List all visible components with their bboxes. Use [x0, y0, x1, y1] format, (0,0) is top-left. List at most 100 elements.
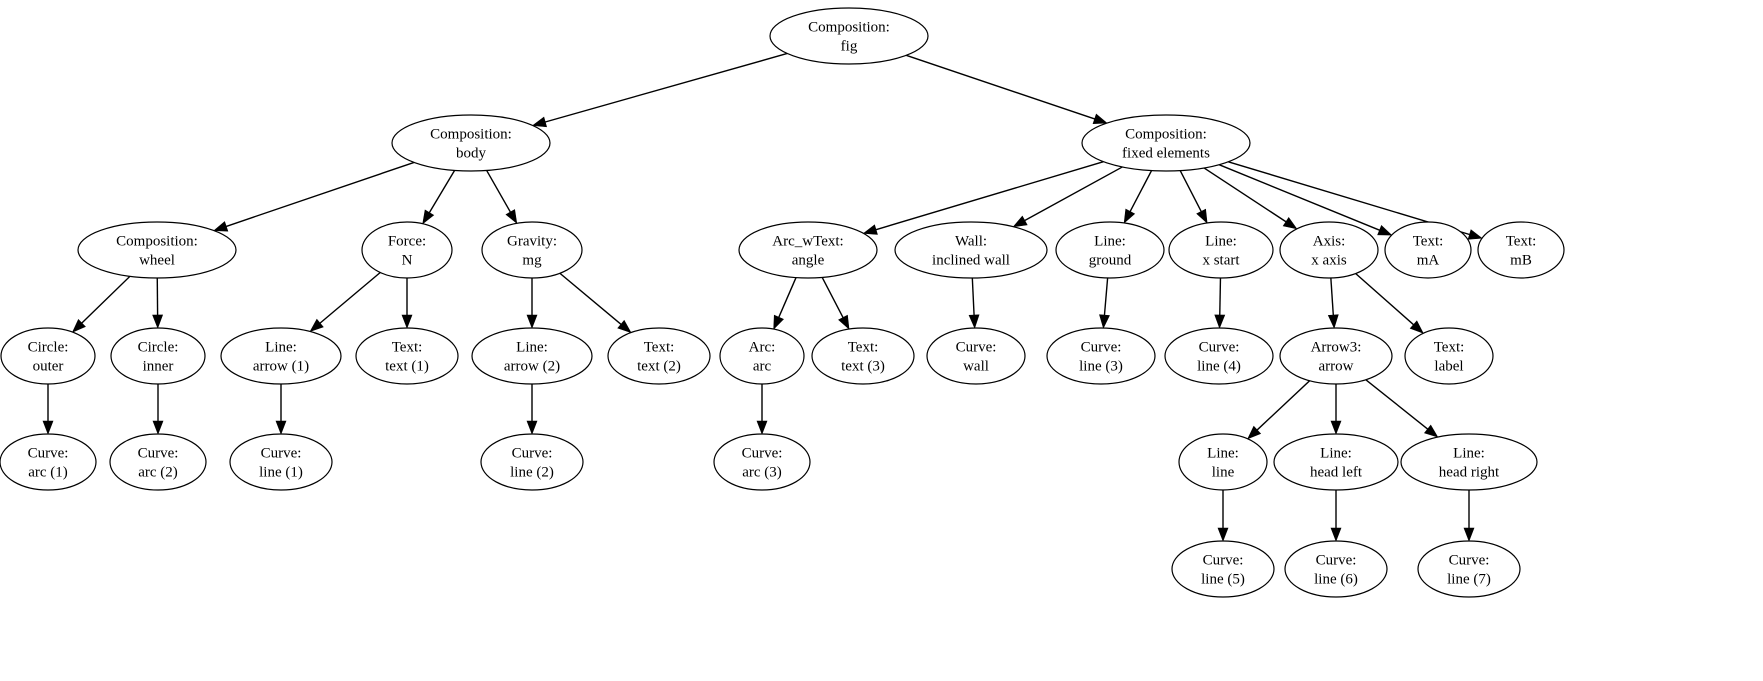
node-shape[interactable]	[738, 221, 878, 279]
node-label-type: Composition:	[116, 233, 198, 249]
node-shape[interactable]	[926, 327, 1026, 385]
node-wheel[interactable]: Composition: wheel	[77, 221, 237, 279]
node-label-name: line (4)	[1197, 358, 1241, 374]
node-arcarc[interactable]: Arc:arc	[719, 327, 805, 385]
node-shape[interactable]	[1055, 221, 1165, 279]
node-shape[interactable]	[1417, 540, 1521, 598]
node-shape[interactable]	[355, 327, 459, 385]
node-shape[interactable]	[471, 327, 593, 385]
node-shape[interactable]	[0, 433, 97, 491]
node-shape[interactable]	[1164, 327, 1274, 385]
node-wall[interactable]: Wall:inclined wall	[894, 221, 1048, 279]
arrowhead-icon	[773, 314, 784, 330]
node-shape[interactable]	[1400, 433, 1538, 491]
node-label-type: Composition:	[1125, 126, 1207, 142]
node-label-name: wall	[963, 358, 989, 374]
node-shape[interactable]	[1284, 540, 1388, 598]
node-shape[interactable]	[1477, 221, 1565, 279]
node-lineheadright[interactable]: Line:head right	[1400, 433, 1538, 491]
node-shape[interactable]	[361, 221, 453, 279]
node-axisx[interactable]: Axis:x axis	[1279, 221, 1379, 279]
node-circinner[interactable]: Circle:inner	[110, 327, 206, 385]
node-shape[interactable]	[110, 327, 206, 385]
arrowhead-icon	[526, 314, 538, 329]
node-textlabel[interactable]: Text:label	[1404, 327, 1494, 385]
node-label-type: Line:	[516, 339, 548, 355]
node-linexstart[interactable]: Line:x start	[1168, 221, 1274, 279]
node-shape[interactable]	[1168, 221, 1274, 279]
node-label-type: Circle:	[138, 339, 179, 355]
node-curveline2[interactable]: Curve:line (2)	[480, 433, 584, 491]
node-shape[interactable]	[719, 327, 805, 385]
node-curvewall[interactable]: Curve: wall	[926, 327, 1026, 385]
node-label-type: Curve:	[1203, 552, 1244, 568]
edge-linexstart-to-curveline4	[1219, 277, 1222, 316]
node-shape[interactable]	[607, 327, 711, 385]
node-lineheadleft[interactable]: Line:head left	[1273, 433, 1399, 491]
node-shape[interactable]	[1081, 114, 1251, 172]
node-lineground[interactable]: Line:ground	[1055, 221, 1165, 279]
node-curveline6[interactable]: Curve:line (6)	[1284, 540, 1388, 598]
node-arcwtext[interactable]: Arc_wText:angle	[738, 221, 878, 279]
node-body[interactable]: Composition:body	[391, 114, 551, 172]
node-label-name: wheel	[139, 252, 175, 268]
node-curveline4[interactable]: Curve:line (4)	[1164, 327, 1274, 385]
node-shape[interactable]	[769, 7, 929, 65]
node-arrow3[interactable]: Arrow3:arrow	[1279, 327, 1393, 385]
node-label-type: Text:	[1434, 339, 1465, 355]
node-textmA[interactable]: Text:mA	[1384, 221, 1472, 279]
arrowhead-icon	[213, 221, 229, 232]
node-shape[interactable]	[894, 221, 1048, 279]
node-fixed[interactable]: Composition:fixed elements	[1081, 114, 1251, 172]
node-label-name: text (2)	[637, 358, 681, 374]
arrowhead-icon	[505, 209, 518, 225]
node-label-type: Curve:	[138, 445, 179, 461]
node-shape[interactable]	[1279, 221, 1379, 279]
node-shape[interactable]	[1273, 433, 1399, 491]
node-label-type: Line:	[265, 339, 297, 355]
node-label-type: Curve:	[956, 339, 997, 355]
node-label-name: arc (3)	[742, 464, 782, 480]
node-shape[interactable]	[811, 327, 915, 385]
node-curvearc1[interactable]: Curve:arc (1)	[0, 433, 97, 491]
node-shape[interactable]	[109, 433, 207, 491]
node-curveline1[interactable]: Curve:line (1)	[229, 433, 333, 491]
node-label-type: Text:	[848, 339, 879, 355]
node-linearrow2[interactable]: Line:arrow (2)	[471, 327, 593, 385]
node-curveline5[interactable]: Curve:line (5)	[1171, 540, 1275, 598]
node-linearrow1[interactable]: Line:arrow (1)	[220, 327, 342, 385]
node-curvearc3[interactable]: Curve: arc (3)	[713, 433, 811, 491]
node-shape[interactable]	[481, 221, 583, 279]
node-shape[interactable]	[480, 433, 584, 491]
node-lineline[interactable]: Line:line	[1178, 433, 1268, 491]
node-textmB[interactable]: Text:mB	[1477, 221, 1565, 279]
node-label-name: text (3)	[841, 358, 885, 374]
edge-axisx-to-arrow3	[1330, 277, 1334, 316]
node-label-name: line (6)	[1314, 571, 1358, 587]
node-curveline7[interactable]: Curve:line (7)	[1417, 540, 1521, 598]
node-shape[interactable]	[1046, 327, 1156, 385]
node-label-type: Curve:	[742, 445, 783, 461]
node-texttext1[interactable]: Text:text (1)	[355, 327, 459, 385]
node-curveline3[interactable]: Curve:line (3)	[1046, 327, 1156, 385]
node-shape[interactable]	[1404, 327, 1494, 385]
node-shape[interactable]	[1384, 221, 1472, 279]
node-shape[interactable]	[1171, 540, 1275, 598]
node-fig[interactable]: Composition:fig	[769, 7, 929, 65]
node-shape[interactable]	[220, 327, 342, 385]
node-circouter[interactable]: Circle:outer	[0, 327, 96, 385]
node-shape[interactable]	[1279, 327, 1393, 385]
node-forceN[interactable]: Force:N	[361, 221, 453, 279]
node-shape[interactable]	[1178, 433, 1268, 491]
node-shape[interactable]	[77, 221, 237, 279]
node-curvearc2[interactable]: Curve:arc (2)	[109, 433, 207, 491]
node-shape[interactable]	[713, 433, 811, 491]
node-texttext3[interactable]: Text: text (3)	[811, 327, 915, 385]
node-gravity[interactable]: Gravity:mg	[481, 221, 583, 279]
node-shape[interactable]	[391, 114, 551, 172]
node-shape[interactable]	[229, 433, 333, 491]
node-label-type: Text:	[1506, 233, 1537, 249]
node-texttext2[interactable]: Text:text (2)	[607, 327, 711, 385]
arrowhead-icon	[838, 314, 850, 330]
node-shape[interactable]	[0, 327, 96, 385]
